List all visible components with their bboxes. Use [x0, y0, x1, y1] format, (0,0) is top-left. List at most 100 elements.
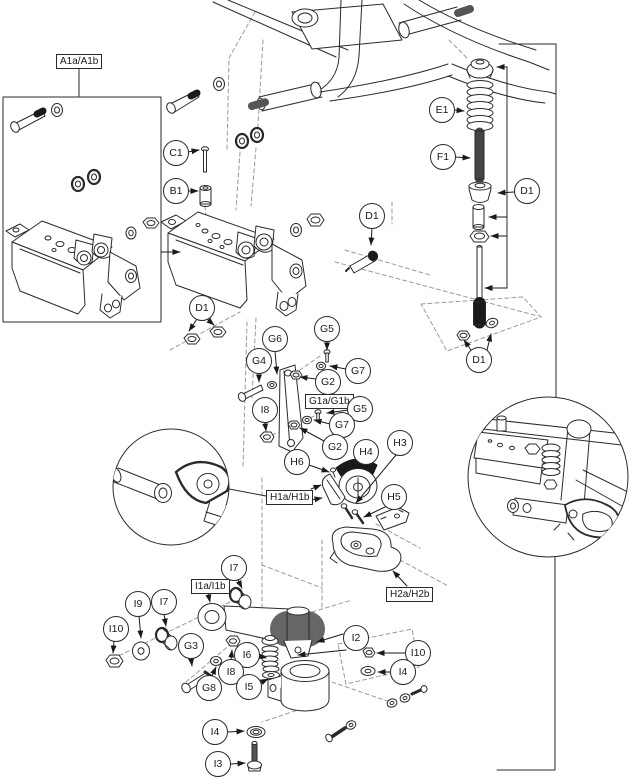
screw [325, 720, 357, 743]
callout-d1: D1 [189, 295, 215, 321]
g7-washer [316, 361, 326, 371]
callout-g4: G4 [246, 348, 272, 374]
g-cluster [237, 349, 331, 453]
callout-d1: D1 [514, 178, 540, 204]
washer [485, 317, 499, 329]
bolt [166, 89, 201, 114]
callout-c1: C1 [163, 140, 189, 166]
nut [142, 217, 160, 229]
b1-spacer [199, 185, 212, 207]
callout-g7: G7 [329, 412, 355, 438]
d1-bolt [345, 250, 379, 274]
g2-nut [287, 420, 301, 430]
callout-h4: H4 [353, 439, 379, 465]
pin [330, 467, 336, 478]
callout-d1: D1 [359, 203, 385, 229]
boxed-label-h2a-h2b: H2a/H2b [386, 587, 434, 602]
nut [469, 230, 490, 243]
g6-washer [267, 381, 277, 389]
callout-i9: I9 [125, 591, 151, 617]
callout-i3: I3 [205, 751, 231, 777]
c1-bolt [201, 146, 209, 173]
bottom-hardware [246, 720, 357, 772]
callout-g8: G8 [196, 675, 222, 701]
i8-nut [225, 635, 241, 647]
callout-i4: I4 [202, 719, 228, 745]
callout-i8: I8 [252, 397, 278, 423]
i4-washer [360, 666, 376, 676]
bushing [249, 126, 265, 144]
caster-barrel [267, 660, 330, 712]
g5-screw [323, 349, 331, 363]
callout-f1: F1 [430, 144, 456, 170]
bushing [234, 132, 250, 150]
reference-lines [78, 43, 557, 771]
bolt [10, 107, 47, 133]
spring-cap [466, 58, 494, 79]
coil-spring [466, 80, 494, 131]
callout-g7: G7 [345, 358, 371, 384]
i4-washer [246, 726, 266, 738]
g7-washer [302, 415, 312, 425]
h-cluster [321, 458, 410, 572]
bushing [70, 175, 86, 193]
callout-i7: I7 [221, 555, 247, 581]
callout-b1: B1 [163, 178, 189, 204]
callout-g5: G5 [314, 316, 340, 342]
callout-i4: I4 [390, 659, 416, 685]
i1-arm [197, 603, 326, 659]
callout-i10: I10 [103, 616, 129, 642]
g4-bolt [237, 384, 264, 402]
boxed-label-i1a-i1b: I1a/I1b [191, 579, 230, 594]
callout-i5: I5 [236, 674, 262, 700]
i7-bushing [154, 626, 178, 651]
callout-g2: G2 [315, 369, 341, 395]
screw [351, 509, 365, 525]
callout-g2: G2 [322, 434, 348, 460]
i9-washer [132, 641, 150, 661]
shaft [473, 245, 486, 330]
g1-link-plate [278, 364, 304, 453]
frame-fragment [212, 0, 557, 112]
callout-i6: I6 [234, 642, 260, 668]
callout-h3: H3 [387, 430, 413, 456]
h1-cam [321, 458, 378, 506]
mount-plate [375, 506, 410, 531]
washer [213, 77, 225, 91]
screw-set [386, 685, 428, 708]
i7-bushing [228, 586, 252, 610]
bushing [86, 168, 102, 186]
i-cluster [105, 586, 428, 712]
inset-circle-right [467, 396, 629, 558]
washer [125, 226, 137, 240]
callout-g6: G6 [262, 326, 288, 352]
callout-h6: H6 [284, 449, 310, 475]
leader-arrows [110, 64, 515, 767]
g8-washer [210, 656, 222, 666]
bracket-washer-nut [290, 213, 325, 237]
h2-housing [329, 526, 402, 572]
spacer [472, 204, 485, 230]
spring-assembly [261, 635, 280, 679]
nut [456, 330, 471, 341]
screw [340, 503, 354, 520]
main-bracket [160, 211, 307, 317]
g2-nut [289, 370, 303, 380]
washer [51, 103, 63, 117]
callout-h5: H5 [381, 484, 407, 510]
i10-nut [362, 647, 376, 658]
g5-screw [314, 409, 322, 422]
callout-g3: G3 [178, 633, 204, 659]
callout-e1: E1 [429, 97, 455, 123]
top-fasteners [166, 77, 265, 207]
inset-box-a1 [2, 96, 162, 323]
d1-nuts [183, 326, 227, 345]
callout-i2: I2 [343, 625, 369, 651]
inset-circle-left [112, 428, 230, 546]
cup-washer [468, 181, 492, 203]
callout-i7: I7 [151, 589, 177, 615]
i3-bolt [247, 741, 262, 772]
i8-nut [259, 431, 275, 443]
